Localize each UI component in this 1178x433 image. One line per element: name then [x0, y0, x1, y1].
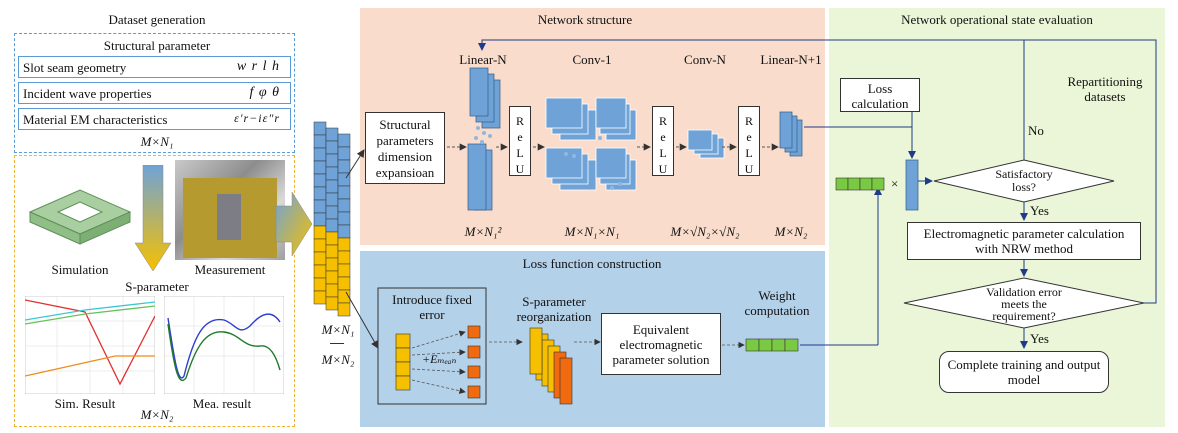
stack-cell: [313, 121, 327, 136]
structural-parameter-box: [14, 33, 295, 153]
repartition-label: Repartitioning datasets: [1067, 74, 1143, 104]
structural-parameter-header: Structural parameter: [103, 38, 211, 53]
dim-label-4: M×N₂: [774, 224, 808, 239]
complete-box: Complete training and output model: [939, 351, 1109, 393]
sparameter-box: [14, 155, 295, 427]
measurement-label: Measurement: [194, 262, 266, 277]
stack-cell: [313, 147, 327, 162]
weight-label: Weight computation: [744, 288, 810, 318]
no-label: No: [1028, 123, 1044, 138]
stack-cell: [337, 237, 351, 252]
stack-cell: [313, 173, 327, 188]
stack-cell: [325, 218, 339, 233]
loss-function-panel: [360, 251, 825, 427]
param-row-geometry: Slot seam geometry w r l h: [18, 56, 291, 78]
yes-label-1: Yes: [1030, 203, 1049, 218]
em-calc-box: Electromagnetic parameter calculation wi…: [907, 222, 1141, 260]
stack-cell: [325, 270, 339, 285]
introduce-label: Introduce fixed error: [392, 292, 472, 322]
stack-cell: [313, 251, 327, 266]
dataset-stack: [313, 121, 351, 317]
sparameter-label: S-parameter: [125, 279, 189, 294]
size-label-1: M×N₁: [140, 134, 174, 149]
sim-result-plot: [25, 296, 155, 394]
stack-divider: [330, 343, 344, 344]
stack-cell: [337, 302, 351, 317]
stack-size-1: M×N₁: [321, 322, 355, 337]
stack-cell: [313, 199, 327, 214]
stack-cell: [337, 211, 351, 226]
stack-cell: [337, 146, 351, 161]
stack-cell: [337, 198, 351, 213]
stack-cell: [325, 205, 339, 220]
param-row-material: Material EM characteristics ε′r−iε″r: [18, 108, 291, 130]
stack-cell: [325, 244, 339, 259]
linear-n1-label: Linear-N+1: [760, 52, 822, 67]
stack-cell: [325, 296, 339, 311]
stack-cell: [337, 159, 351, 174]
stack-cell: [313, 277, 327, 292]
stack-cell: [337, 250, 351, 265]
measurement-photo: [175, 160, 285, 260]
stack-size-2: M×N₂: [321, 352, 355, 367]
stack-cell: [313, 160, 327, 175]
stack-cell: [325, 192, 339, 207]
validation-label: Validation error meets the requirement?: [986, 285, 1062, 323]
stack-cell: [337, 276, 351, 291]
stack-cell: [325, 166, 339, 181]
simulation-model-icon: [28, 189, 132, 245]
dim-label-2: M×N₁×N₁: [564, 224, 620, 239]
satisfactory-label: Satisfactory loss?: [995, 167, 1053, 194]
conv1-label: Conv-1: [572, 52, 612, 67]
loss-calculation-box: Loss calculation: [840, 78, 920, 112]
stack-cell: [325, 179, 339, 194]
convn-label: Conv-N: [684, 52, 726, 67]
network-title: Network structure: [537, 12, 633, 27]
mea-result-plot: [164, 296, 284, 394]
stack-cell: [325, 283, 339, 298]
stack-cell: [325, 257, 339, 272]
sim-result-label: Sim. Result: [54, 396, 116, 411]
reorg-label: S-parameter reorganization: [516, 294, 592, 324]
right-arrow-icon: [275, 191, 313, 257]
simulation-label: Simulation: [51, 262, 109, 277]
stack-cell: [337, 133, 351, 148]
stack-cell: [325, 231, 339, 246]
stack-cell: [313, 225, 327, 240]
stack-cell: [313, 290, 327, 305]
stack-cell: [325, 140, 339, 155]
dataset-title: Dataset generation: [108, 12, 206, 27]
stack-cell: [337, 185, 351, 200]
emean-label: +Eₘₑₐₙ: [422, 352, 457, 366]
stack-cell: [313, 264, 327, 279]
param-row-wave: Incident wave properties f φ θ: [18, 82, 291, 104]
stack-cell: [313, 134, 327, 149]
stack-cell: [313, 238, 327, 253]
loss-title: Loss function construction: [522, 256, 662, 271]
stack-cell: [337, 172, 351, 187]
stack-cell: [313, 212, 327, 227]
yes-label-2: Yes: [1030, 331, 1049, 346]
expansion-box: Structural parameters dimension expansio…: [365, 112, 445, 184]
dim-label-1: M×N₁²: [464, 224, 502, 239]
dim-label-3: M×√N₂×√N₂: [670, 224, 740, 239]
mea-result-label: Mea. result: [192, 396, 252, 411]
evaluation-title: Network operational state evaluation: [901, 12, 1093, 27]
linear-n-label: Linear-N: [459, 52, 507, 67]
equivalent-box: Equivalent electromagnetic parameter sol…: [601, 313, 721, 375]
stack-cell: [313, 186, 327, 201]
down-arrow-icon: [134, 165, 172, 272]
stack-cell: [337, 289, 351, 304]
stack-cell: [325, 153, 339, 168]
stack-cell: [325, 127, 339, 142]
times-label: ×: [891, 176, 899, 191]
size-label-2: M×N₂: [140, 407, 174, 422]
stack-cell: [337, 224, 351, 239]
stack-cell: [337, 263, 351, 278]
